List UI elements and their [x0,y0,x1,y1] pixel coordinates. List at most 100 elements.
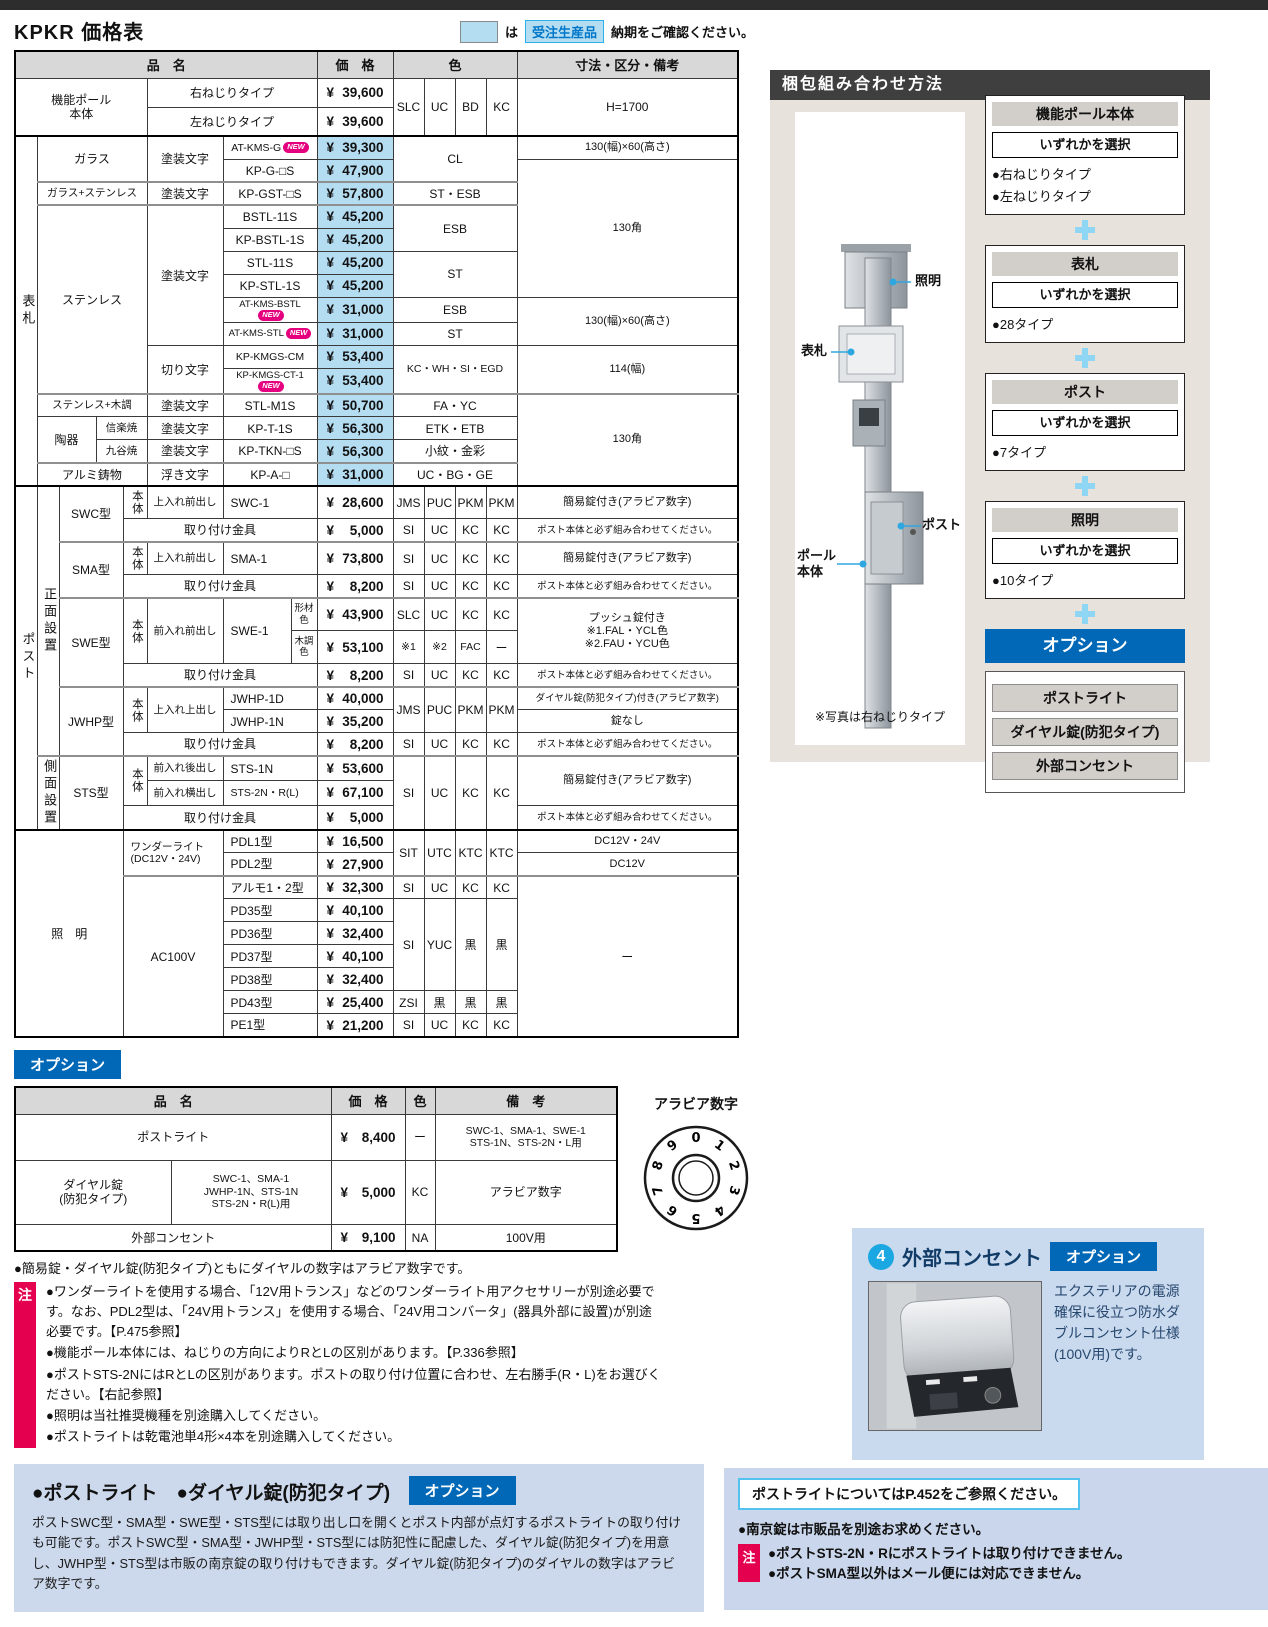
table-cell: KP-T-1S [222,416,318,441]
table-cell: 色 [392,50,518,79]
table-cell: SI [392,898,425,992]
order-made-legend: は 受注生産品 納期をご確認ください。 [460,20,754,43]
table-cell: ¥40,100 [316,898,394,923]
table-cell: SIT [392,828,425,877]
table-cell: ESB [392,204,518,252]
table-cell: ETK・ETB [392,416,518,441]
option-item: 外部コンセント [992,752,1178,780]
table-cell: 形材色 [290,596,318,632]
table-cell: CL [392,135,518,183]
option-badge: オプション [1050,1242,1158,1271]
table-cell: KP-GST-□S [222,181,318,206]
caution-item: ●ポストライトは乾電池単4形×4本を別途購入してください。 [46,1428,401,1444]
table-cell: ステンレス [36,204,148,395]
table-cell: ガラス+ステンレス [36,181,148,206]
table-cell: ¥45,200 [316,250,394,275]
table-cell: ¥56,300 [316,439,394,464]
new-badge: NEW [258,309,284,321]
table-cell: PKM [454,685,487,734]
step-select-label: いずれかを選択 [992,410,1178,436]
table-cell: ¥53,100 [316,630,394,665]
table-cell: ¥9,100 [330,1223,406,1252]
table-cell: ¥47,900 [316,158,394,183]
table-cell: PKM [485,685,518,734]
dial-number: 5 [691,1210,700,1225]
table-cell: STS-1N [222,754,318,782]
table-cell: ¥8,200 [316,732,394,757]
table-cell: PKM [454,484,487,520]
step-title: 機能ポール本体 [992,102,1178,126]
table-cell: ¥53,600 [316,754,394,782]
option-item: ポストライト [992,684,1178,712]
postlight-reference-note: ポストライトについてはP.452をご参照ください。 [738,1478,1081,1510]
table-cell: SI [392,518,425,543]
table-cell: 黒 [485,990,518,1015]
table-cell: STL-11S [222,250,318,275]
table-cell: AT-KMS-BSTLNEW [222,296,318,323]
table-cell: UC [423,732,456,757]
table-cell: ¥40,100 [316,944,394,969]
table-cell: KC [454,1013,487,1038]
table-cell: PDL2型 [222,852,318,877]
table-cell: 本体 [122,540,148,576]
table-cell: KC [485,663,518,688]
caution-block: 注 ●ワンダーライトを使用する場合、「12V用トランス」などのワンダーライト用ア… [14,1282,662,1452]
table-cell: 色 [404,1086,436,1115]
table-cell: KP-BSTL-1S [222,227,318,252]
table-cell: KC [454,754,487,831]
outlet-body: エクステリアの電源確保に役立つ防水ダブルコンセント仕様(100V用)です。 [868,1281,1188,1431]
table-cell: ー [485,630,518,665]
table-cell: ガラス [36,135,148,183]
table-cell: ー [404,1113,436,1161]
table-cell: ポスト本体と必ず組み合わせてください。 [516,518,739,543]
table-cell: ESB [392,296,518,323]
table-cell: KP-KMGS-CM [222,344,318,369]
table-cell: UC [423,540,456,576]
table-cell: 右ねじりタイプ [146,77,318,108]
table-cell: 浮き文字 [146,461,224,487]
table-cell: ¥5,000 [316,518,394,543]
table-cell: 上入れ前出し [146,484,224,520]
new-badge: NEW [258,380,284,392]
table-cell: 本体 [122,484,148,520]
table-cell: FAC [454,630,487,665]
step-pole: 機能ポール本体 いずれかを選択 ●右ねじりタイプ ●左ねじりタイプ [985,95,1185,215]
table-cell: ST [392,321,518,346]
table-cell: PUC [423,685,456,734]
table-cell: ¥8,200 [316,663,394,688]
table-cell: 簡易錠付き(アラビア数字) [516,540,739,576]
table-cell: ¥40,000 [316,685,394,711]
plus-icon [1075,476,1095,496]
table-cell: NA [404,1223,436,1252]
order-made-badge: 受注生産品 [525,20,605,43]
table-cell: プッシュ錠付き ※1.FAL・YCL色 ※2.FAU・YCU色 [516,596,739,665]
table-cell: ¥45,200 [316,204,394,229]
table-cell: ¥73,800 [316,540,394,576]
caution-item: ●ポストSMA型以外はメール便には対応できません。 [768,1566,1090,1582]
table-cell: 側面設置 [36,754,60,831]
new-badge: NEW [285,328,312,340]
table-cell: ¥43,900 [316,596,394,632]
outlet-card-header: 4 外部コンセント オプション [868,1242,1188,1271]
table-cell: STS型 [58,754,124,831]
table-cell: KP-TKN-□S [222,439,318,464]
table-cell: 表札 [14,135,38,487]
table-cell: UC [423,596,456,632]
packaging-steps: 機能ポール本体 いずれかを選択 ●右ねじりタイプ ●左ねじりタイプ 表札 いずれ… [985,95,1185,793]
table-cell: KP-STL-1S [222,273,318,298]
table-cell: ダイヤル錠 (防犯タイプ) [14,1159,172,1225]
table-cell: STL-M1S [222,392,318,418]
caution-item: ●機能ポール本体には、ねじりの方向によりRとLの区別があります。【P.336参照… [46,1345,524,1361]
table-cell: YUC [423,898,456,992]
table-cell: KC [454,574,487,599]
caution-list: ●ワンダーライトを使用する場合、「12V用トランス」などのワンダーライト用アクセ… [46,1282,662,1447]
table-cell: SWC-1 [222,484,318,520]
table-cell: ZSI [392,990,425,1015]
caution-badge: 注 [14,1282,36,1448]
table-cell: 114(幅) [516,344,739,395]
table-cell: KC [485,77,518,137]
table-cell: ポスト本体と必ず組み合わせてください。 [516,574,739,599]
